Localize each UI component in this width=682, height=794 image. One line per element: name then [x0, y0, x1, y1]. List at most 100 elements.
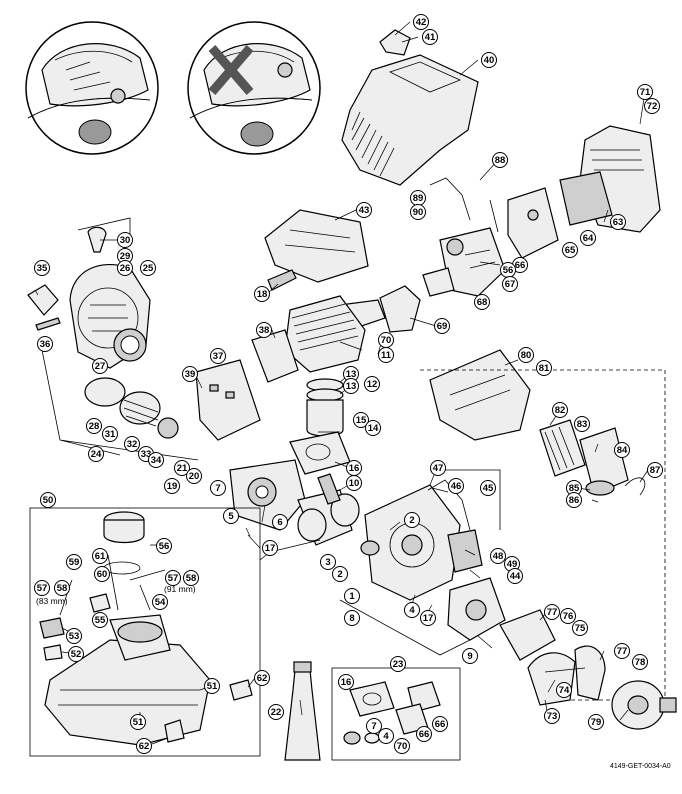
callout-label: 36 — [37, 336, 53, 352]
callout-number: 66 — [435, 719, 446, 730]
callout-label: 31 — [102, 426, 118, 442]
callout-label: 60 — [94, 566, 110, 582]
callout-number: 6 — [277, 517, 282, 528]
callout-label: 79 — [588, 714, 604, 730]
callout-number: 39 — [185, 369, 196, 380]
callout-label: 66 — [512, 257, 528, 273]
callout-number: 24 — [91, 449, 102, 460]
callout-number: 62 — [257, 673, 268, 684]
callout-number: 54 — [155, 597, 166, 608]
callout-label: 41 — [422, 29, 438, 45]
group-box-fuel-tank — [29, 507, 261, 757]
callout-number: 70 — [397, 741, 408, 752]
callout-number: 60 — [97, 569, 108, 580]
callout-number: 69 — [437, 321, 448, 332]
callout-label: 10 — [346, 475, 362, 491]
part-clutch-carrier — [447, 577, 506, 641]
callout-number: 45 — [483, 483, 494, 494]
callout-number: 22 — [271, 707, 282, 718]
callout-number: 2 — [337, 569, 342, 580]
callout-label: 58 — [54, 580, 70, 596]
callout-number: 88 — [495, 155, 506, 166]
callout-number: 12 — [367, 379, 378, 390]
detail-inset-wrong — [187, 21, 321, 155]
callout-number: 35 — [37, 263, 48, 274]
callout-number: 80 — [521, 350, 532, 361]
callout-number: 29 — [120, 251, 131, 262]
callout-label: 78 — [632, 654, 648, 670]
callout-number: 75 — [575, 623, 586, 634]
callout-number: 13 — [346, 381, 357, 392]
part-carburetor — [422, 177, 506, 297]
callout-label: 1 — [344, 588, 360, 604]
callout-label: 14 — [365, 420, 381, 436]
part-crankcase-left — [229, 459, 306, 531]
callout-number: 36 — [40, 339, 51, 350]
callout-number: 8 — [349, 613, 354, 624]
callout-label: 82 — [552, 402, 568, 418]
callout-label: 38 — [256, 322, 272, 338]
callout-number: 33 — [141, 449, 152, 460]
callout-label: 4 — [404, 602, 420, 618]
callout-number: 50 — [43, 495, 54, 506]
callout-label: 12 — [364, 376, 380, 392]
callout-label: 17 — [420, 610, 436, 626]
callout-label: 45 — [480, 480, 496, 496]
part-filter-53 — [39, 617, 65, 639]
callout-number: 56 — [503, 265, 514, 276]
part-filter-52 — [43, 644, 63, 661]
callout-label: 62 — [254, 670, 270, 686]
callout-label: 64 — [580, 230, 596, 246]
callout-label: 49 — [504, 556, 520, 572]
callout-label: 75 — [572, 620, 588, 636]
callout-number: 83 — [577, 419, 588, 430]
callout-label: 74 — [556, 682, 572, 698]
callout-label: 43 — [356, 202, 372, 218]
callout-number: 76 — [563, 611, 574, 622]
callout-label: 76 — [560, 608, 576, 624]
part-clutch-shoes — [499, 609, 606, 706]
part-pickup-hose — [59, 579, 73, 616]
callout-number: 51 — [207, 681, 218, 692]
callout-label: 87 — [647, 462, 663, 478]
callout-label: 24 — [88, 446, 104, 462]
callout-number: 73 — [547, 711, 558, 722]
callout-number: 4 — [409, 605, 415, 616]
callout-number: 5 — [228, 511, 234, 522]
part-bushing-62a — [229, 679, 253, 701]
callout-label: 16 — [346, 460, 362, 476]
part-fuel-tank — [44, 614, 211, 746]
callout-label: 30 — [117, 232, 133, 248]
callout-label: 52 — [68, 646, 84, 662]
part-fitting-55 — [89, 593, 111, 613]
callout-label: 5 — [223, 508, 239, 524]
callout-number: 51 — [133, 717, 144, 728]
callout-label: 23 — [390, 656, 406, 672]
callout-number: 62 — [139, 741, 150, 752]
callout-number: 10 — [349, 478, 360, 489]
callout-label: 7 — [366, 718, 382, 734]
part-gasket-kit-contents — [343, 681, 441, 745]
callout-number: 61 — [95, 551, 106, 562]
callout-number: 87 — [650, 465, 661, 476]
callout-number: 4 — [383, 731, 389, 742]
callout-number: 11 — [381, 350, 392, 361]
callout-number: 17 — [423, 613, 434, 624]
callout-label: 90 — [410, 204, 426, 220]
callout-label: 39 — [182, 366, 198, 382]
callout-label: 77 — [614, 643, 630, 659]
callout-label: 80 — [518, 347, 534, 363]
callout-label: 18 — [254, 286, 270, 302]
callout-label: 32 — [124, 436, 140, 452]
part-clip-87 — [624, 477, 646, 496]
callout-label: 51 — [130, 714, 146, 730]
callout-label: 27 — [92, 358, 108, 374]
group-bracket-ignition — [430, 469, 501, 530]
callout-label: 67 — [502, 276, 518, 292]
callout-label: 83 — [574, 416, 590, 432]
callout-number: 84 — [617, 445, 628, 456]
part-muffler — [195, 359, 261, 441]
callout-label: 57 — [165, 570, 181, 586]
